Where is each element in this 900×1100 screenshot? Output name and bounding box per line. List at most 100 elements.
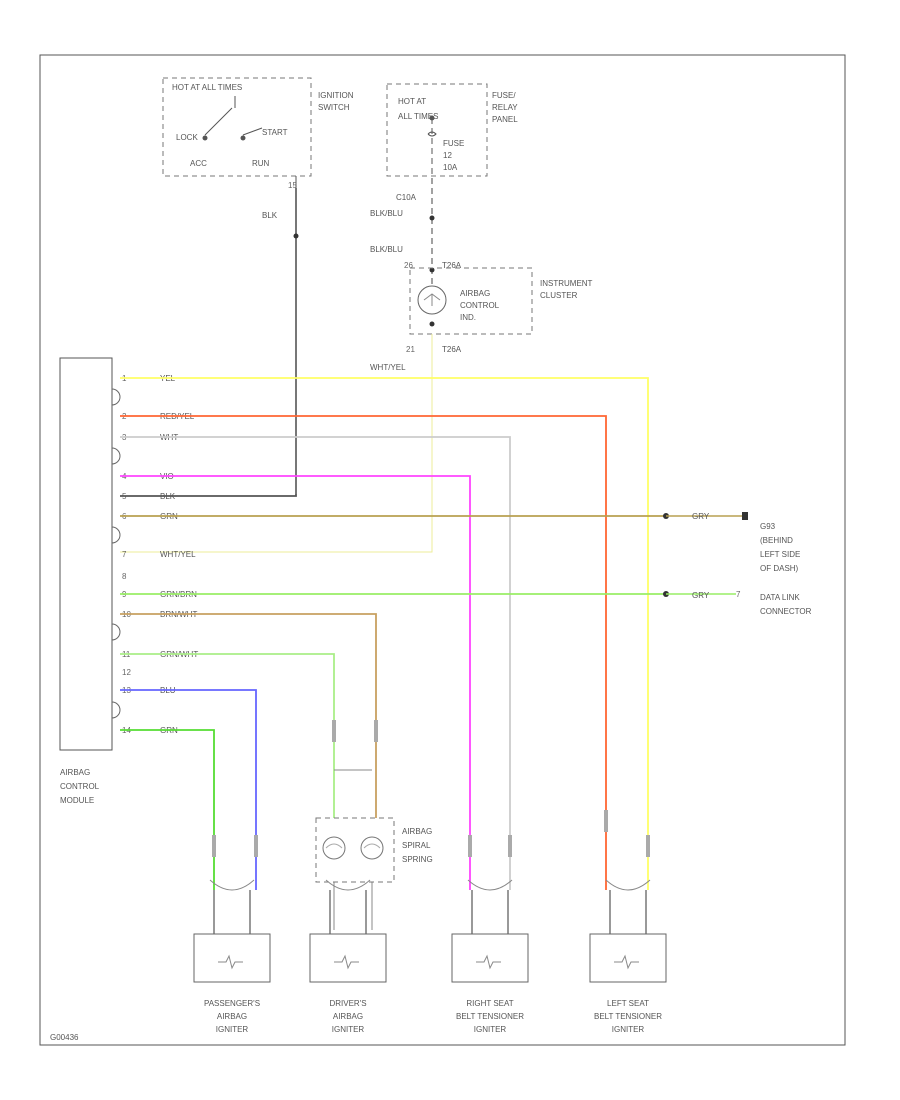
connector-cavity (111, 623, 121, 641)
module-label-3: MODULE (60, 796, 94, 805)
connector-cavity (111, 701, 121, 719)
module-body (59, 357, 113, 751)
ignitors: PASSENGER'S AIRBAG IGNITER DRIVER'S AIRBAG IG… (193, 879, 667, 1034)
connector-mark (254, 835, 258, 857)
ignitor-label: BELT TENSIONER (594, 1012, 662, 1021)
data-link-connector: 7 GRY DATA LINK CONNECTOR (663, 590, 812, 616)
ignitor-label: IGNITER (332, 1025, 365, 1034)
ignition-hot-label: HOT AT ALL TIMES (172, 83, 242, 92)
wire (120, 436, 511, 890)
connector-mark (508, 835, 512, 857)
connector-cavity (111, 447, 121, 465)
dlc-label-1: DATA LINK (760, 593, 800, 602)
wht-yel-top-label: WHT/YEL (370, 363, 406, 372)
diagram-frame (39, 54, 846, 1046)
connector-mark (212, 835, 216, 857)
ignitor-label: AIRBAG (333, 1012, 363, 1021)
ignitor-label: LEFT SEAT (607, 999, 649, 1008)
ground-g93: GRY G93 (BEHIND LEFT SIDE OF DASH) (663, 512, 800, 573)
ignition-switch-label-2: SWITCH (318, 103, 350, 112)
ignition-terminal-label: 15 (288, 181, 297, 190)
ignitor-label: DRIVER'S (329, 999, 366, 1008)
ignitor-element-icon (218, 954, 243, 970)
airbag-spiral-spring: AIRBAG SPIRAL SPRING (315, 817, 433, 883)
wire (120, 653, 335, 818)
wire (120, 475, 471, 890)
blk-label: BLK (262, 211, 278, 220)
airbag-lamp-label-1: AIRBAG (460, 289, 490, 298)
ignitor-label: PASSENGER'S (204, 999, 260, 1008)
module-pin-number: 8 (122, 572, 127, 581)
ignitor-label: IGNITER (216, 1025, 249, 1034)
ignitor-element-icon (334, 954, 359, 970)
ignitor-box (193, 933, 271, 983)
instrument-cluster-label-1: INSTRUMENT (540, 279, 593, 288)
airbag-lamp-label-3: IND. (460, 313, 476, 322)
blk-blu-label-1: BLK/BLU (370, 209, 403, 218)
fuse-hot-label-1: HOT AT (398, 97, 426, 106)
fuse-12-label-3: 10A (443, 163, 458, 172)
diagram-id: G00436 (50, 1033, 79, 1042)
fuse-relay-panel: HOT AT ALL TIMES FUSE/ RELAY PANEL FUSE … (386, 83, 518, 178)
ignition-switch: HOT AT ALL TIMES IGNITION SWITCH LOCK AC… (162, 77, 354, 190)
ignitor-label: IGNITER (612, 1025, 645, 1034)
wire (120, 689, 257, 890)
spiral-label-2: SPIRAL (402, 841, 431, 850)
gry-label-1: GRY (692, 512, 710, 521)
blk-blu-label-2: BLK/BLU (370, 245, 403, 254)
module-pin-wire-label: WHT/YEL (160, 550, 196, 559)
airbag-lamp-label-2: CONTROL (460, 301, 500, 310)
t26a-top-label: T26A (442, 261, 462, 270)
ignitor-label: IGNITER (474, 1025, 507, 1034)
fuse-panel-label-3: PANEL (492, 115, 518, 124)
ignition-run-label: RUN (252, 159, 270, 168)
spiral-label-3: SPRING (402, 855, 433, 864)
ignition-switch-label-1: IGNITION (318, 91, 354, 100)
fuse-12-label-2: 12 (443, 151, 452, 160)
ignitor-lead-loop (209, 879, 255, 891)
airbag-control-module: AIRBAG CONTROL MODULE (59, 357, 113, 805)
connector-mark (374, 720, 378, 742)
c10a-label: C10A (396, 193, 417, 202)
module-label-1: AIRBAG (60, 768, 90, 777)
ignitor-label: AIRBAG (217, 1012, 247, 1021)
ignition-start-label: START (262, 128, 288, 137)
fuse-panel-label-2: RELAY (492, 103, 518, 112)
g93-label-2: (BEHIND (760, 536, 793, 545)
ignitor-label: RIGHT SEAT (466, 999, 513, 1008)
pin-21-label: 21 (406, 345, 415, 354)
wire-wht-yel (120, 334, 433, 553)
fuse-panel-label-1: FUSE/ (492, 91, 516, 100)
module-pin-number: 12 (122, 668, 131, 677)
g93-label-4: OF DASH) (760, 564, 799, 573)
module-wires (120, 377, 666, 930)
t26a-bottom-label: T26A (442, 345, 462, 354)
pin-26-label: 26 (404, 261, 413, 270)
wire (120, 415, 607, 890)
connector-mark (646, 835, 650, 857)
connector-cavity (111, 388, 121, 406)
fuse-hot-label-2: ALL TIMES (398, 112, 438, 121)
module-label-2: CONTROL (60, 782, 100, 791)
g93-label-1: G93 (760, 522, 776, 531)
fuse-12-label-1: FUSE (443, 139, 464, 148)
module-pin-number: 7 (122, 550, 127, 559)
ignitor-label: BELT TENSIONER (456, 1012, 524, 1021)
ignition-acc-label: ACC (190, 159, 207, 168)
ignitor-box (451, 933, 529, 983)
ignitor-lead-loop (605, 879, 651, 891)
wire (120, 613, 377, 818)
connector-cavity (111, 526, 121, 544)
ignitor-element-icon (614, 954, 639, 970)
fuse-to-cluster-wire: C10A BLK/BLU BLK/BLU 26 T26A (370, 178, 462, 286)
ignition-blk-wire: BLK (262, 188, 299, 494)
ignition-lock-label: LOCK (176, 133, 198, 142)
connector-mark (468, 835, 472, 857)
connector-mark (604, 810, 608, 832)
spiral-label-1: AIRBAG (402, 827, 432, 836)
connector-mark (332, 720, 336, 742)
ignitor-box (589, 933, 667, 983)
g93-label-3: LEFT SIDE (760, 550, 800, 559)
dlc-label-2: CONNECTOR (760, 607, 812, 616)
